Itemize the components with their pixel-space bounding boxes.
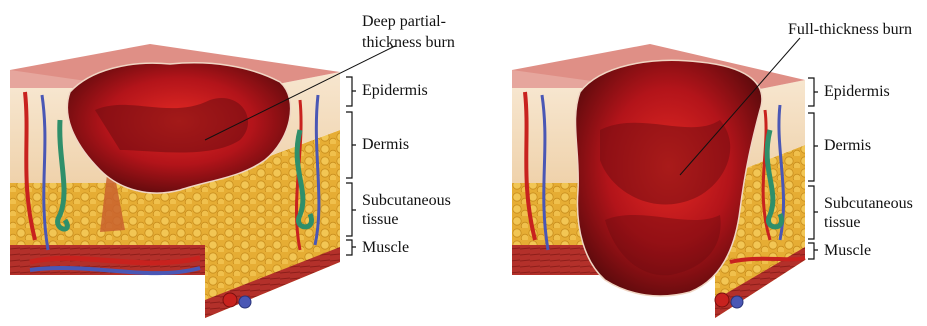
right-skin-block (512, 38, 805, 318)
right-label-muscle: Muscle (824, 241, 871, 260)
right-title: Full-thickness burn (788, 20, 912, 39)
left-label-subcutaneous: Subcutaneous tissue (362, 191, 482, 229)
left-title-line-1: Deep partial- (362, 12, 446, 31)
right-label-epidermis: Epidermis (824, 82, 890, 101)
left-label-muscle: Muscle (362, 238, 409, 257)
left-title-line-2: thickness burn (362, 33, 455, 52)
left-label-dermis: Dermis (362, 135, 409, 154)
right-label-dermis: Dermis (824, 136, 871, 155)
left-label-epidermis: Epidermis (362, 81, 428, 100)
right-layer-brackets (808, 78, 818, 259)
right-label-subcutaneous: Subcutaneous tissue (824, 194, 924, 232)
left-layer-brackets (346, 77, 356, 255)
left-skin-block (10, 44, 395, 318)
